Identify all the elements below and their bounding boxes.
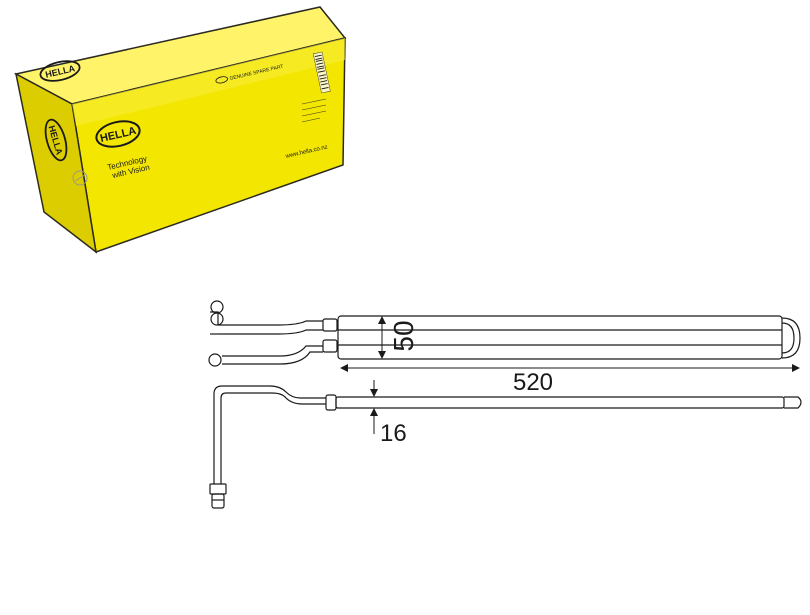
pipe-side bbox=[209, 385, 326, 509]
dim-length bbox=[340, 364, 800, 372]
dim-depth bbox=[370, 380, 378, 434]
cooler-body-side bbox=[325, 394, 802, 411]
watermark-logo bbox=[72, 170, 88, 186]
dim-height-label: 50 bbox=[388, 320, 419, 351]
dim-length-label: 520 bbox=[513, 369, 553, 396]
cooler-drawing bbox=[208, 300, 802, 509]
fine-print bbox=[301, 98, 327, 123]
pipe-lower bbox=[208, 345, 323, 367]
dim-height bbox=[378, 316, 386, 359]
pipe-upper bbox=[210, 300, 323, 335]
cooler-body-top bbox=[322, 315, 801, 360]
box-end-face bbox=[14, 72, 98, 254]
dim-depth-label: 16 bbox=[380, 420, 407, 447]
mini-logo-icon bbox=[215, 76, 229, 84]
barcode-icon bbox=[312, 51, 331, 94]
dimensions bbox=[340, 316, 800, 434]
hella-box: HELLA HELLA HELLA Technology with Vision… bbox=[13, 6, 347, 254]
box-front-highlight bbox=[72, 38, 345, 126]
